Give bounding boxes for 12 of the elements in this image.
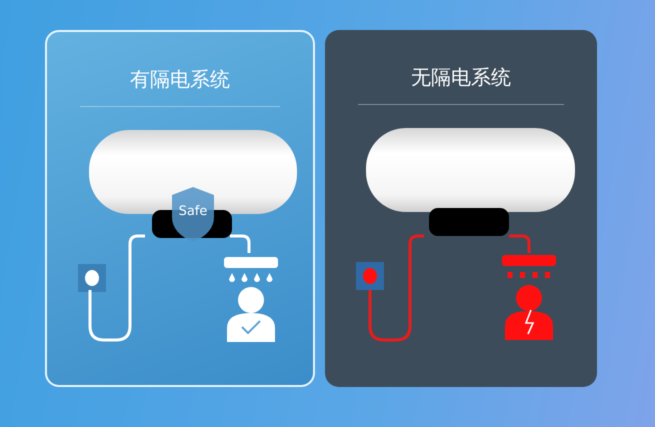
shower-person-drawing: [500, 253, 558, 340]
panel-title: 无隔电系统: [410, 64, 512, 90]
socket-icon: [356, 262, 384, 290]
shield: [172, 187, 214, 242]
panel: [325, 30, 597, 387]
water-heater-drawing: [366, 128, 575, 236]
shield-label: Safe: [178, 204, 208, 220]
socket-icon: [78, 264, 106, 292]
shower-person-drawing: [222, 255, 280, 342]
panel: [45, 30, 315, 387]
water-heater-drawing: [89, 130, 297, 238]
panel-title: 有隔电系统: [129, 66, 231, 92]
